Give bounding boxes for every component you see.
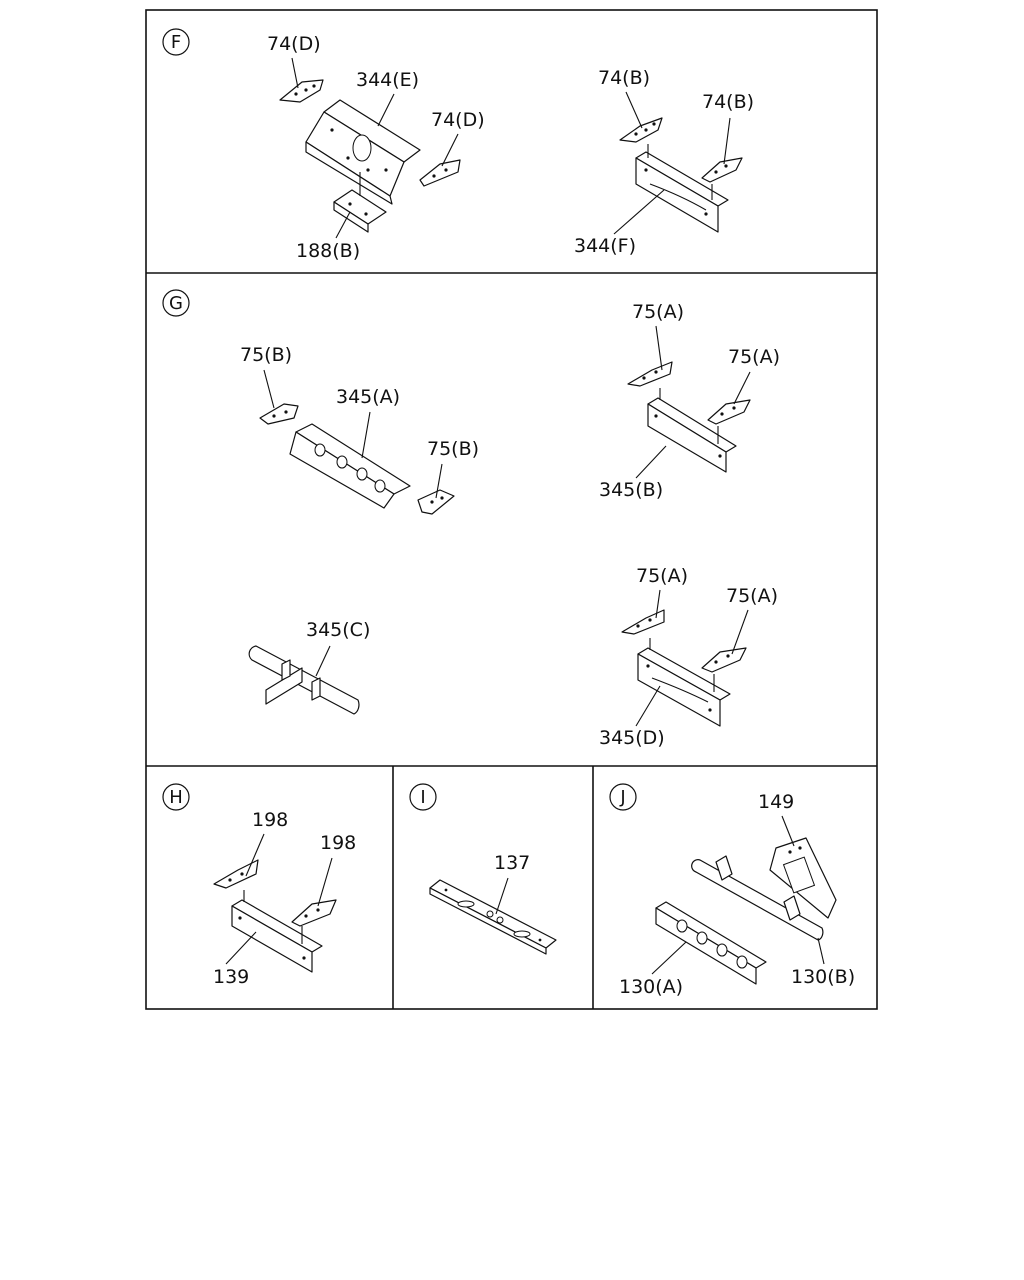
part-137-plate	[429, 879, 557, 955]
part-75b-plate-right	[417, 489, 455, 515]
part-345d-frame-rail	[637, 647, 731, 727]
section-marker-h: H	[162, 783, 190, 811]
part-74d-bracket-left	[279, 79, 324, 103]
label-i-137: 137	[494, 852, 530, 874]
part-188b-bracket	[333, 189, 387, 233]
label-f-74b-a: 74(B)	[598, 67, 650, 89]
part-74d-bracket-right	[419, 159, 461, 187]
label-j-130a: 130(A)	[619, 976, 683, 998]
part-75a-plate-upper-left	[627, 361, 673, 387]
diagram-frame	[145, 9, 878, 1010]
label-f-188b: 188(B)	[296, 240, 360, 262]
part-149-frame-bracket	[769, 837, 837, 919]
part-198-plate-left	[213, 859, 259, 889]
part-74b-bracket-left	[619, 117, 663, 143]
label-g-345a: 345(A)	[336, 386, 400, 408]
label-g-75a-a: 75(A)	[632, 301, 684, 323]
section-marker-i: I	[409, 783, 437, 811]
label-g-75a-b: 75(A)	[728, 346, 780, 368]
part-75a-plate-lower-left	[621, 609, 665, 635]
section-letter-h: H	[169, 787, 183, 808]
part-labels: 74(D) 344(E) 74(D) 188(B) 74(B) 74(B) 34…	[213, 33, 855, 998]
section-marker-f: F	[162, 28, 190, 56]
label-j-130b: 130(B)	[791, 966, 855, 988]
section-letter-j: J	[619, 787, 625, 808]
label-g-345c: 345(C)	[306, 619, 370, 641]
label-h-198-a: 198	[252, 809, 288, 831]
part-75a-plate-lower-right	[701, 647, 747, 673]
label-f-344f: 344(F)	[574, 235, 636, 257]
label-g-345d: 345(D)	[599, 727, 665, 749]
part-344f-frame-rail	[635, 151, 729, 233]
label-g-345b: 345(B)	[599, 479, 663, 501]
section-marker-g: G	[162, 289, 190, 317]
part-75a-plate-upper-right	[707, 399, 751, 425]
section-letter-g: G	[169, 293, 183, 314]
label-g-75a-c: 75(A)	[636, 565, 688, 587]
label-f-74d-a: 74(D)	[267, 33, 321, 55]
part-130a-frame-rail	[655, 901, 767, 985]
label-h-139: 139	[213, 966, 249, 988]
section-marker-j: J	[609, 783, 637, 811]
section-letter-f: F	[171, 32, 181, 53]
label-g-75b-a: 75(B)	[240, 344, 292, 366]
label-f-74d-b: 74(D)	[431, 109, 485, 131]
part-75b-plate-left	[259, 403, 299, 425]
part-345b-frame-rail	[647, 397, 737, 473]
label-f-344e: 344(E)	[356, 69, 419, 91]
part-74b-bracket-right	[701, 157, 743, 183]
section-letter-i: I	[420, 787, 425, 808]
label-g-75a-d: 75(A)	[726, 585, 778, 607]
label-f-74b-b: 74(B)	[702, 91, 754, 113]
part-130b-tube	[691, 855, 824, 941]
label-g-75b-b: 75(B)	[427, 438, 479, 460]
part-344e-crossmember	[305, 99, 421, 205]
part-345a-crossmember	[289, 423, 411, 509]
part-198-plate-right	[291, 899, 337, 927]
label-h-198-b: 198	[320, 832, 356, 854]
part-345c-tube-crossmember	[248, 645, 360, 715]
leader-lines	[225, 57, 825, 975]
label-j-149: 149	[758, 791, 794, 813]
part-139-frame-rail	[231, 899, 323, 973]
